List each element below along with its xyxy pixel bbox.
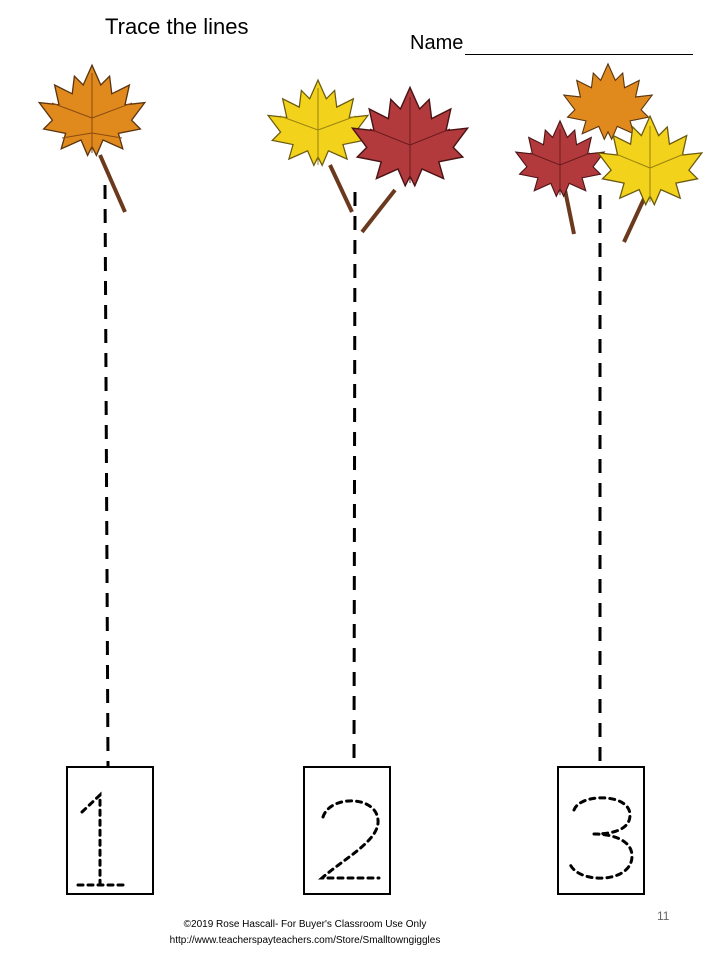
- leaf-stem: [360, 188, 397, 234]
- leaf-stem: [563, 189, 576, 235]
- trace-line-2[interactable]: [352, 191, 357, 767]
- orange-leaf: [563, 63, 653, 140]
- orange-leaf: [38, 64, 146, 157]
- name-field[interactable]: Name: [410, 32, 694, 55]
- worksheet-title: Trace the lines: [105, 14, 249, 39]
- leaf-column-3: [515, 63, 703, 243]
- footer-url[interactable]: http://www.teacherspayteachers.com/Store…: [169, 935, 441, 946]
- trace-number-1[interactable]: [76, 791, 130, 887]
- red-leaf: [351, 86, 469, 187]
- number-box-1: [66, 766, 154, 895]
- name-underline[interactable]: [465, 34, 694, 55]
- page-number: 11: [657, 909, 670, 923]
- leaf-stem: [98, 154, 127, 213]
- trace-number-2[interactable]: [317, 799, 381, 880]
- name-label: Name: [410, 32, 464, 54]
- yellow-leaf: [597, 115, 703, 206]
- footer-copyright: ©2019 Rose Hascall- For Buyer's Classroo…: [183, 919, 427, 930]
- yellow-leaf: [267, 79, 369, 167]
- number-box-3: [557, 766, 645, 895]
- trace-line-1[interactable]: [103, 184, 110, 767]
- leaf-column-1: [38, 64, 146, 213]
- leaf-stem: [328, 164, 354, 213]
- leaf-column-2: [267, 79, 469, 234]
- red-leaf: [515, 120, 605, 197]
- trace-number-3[interactable]: [568, 796, 634, 880]
